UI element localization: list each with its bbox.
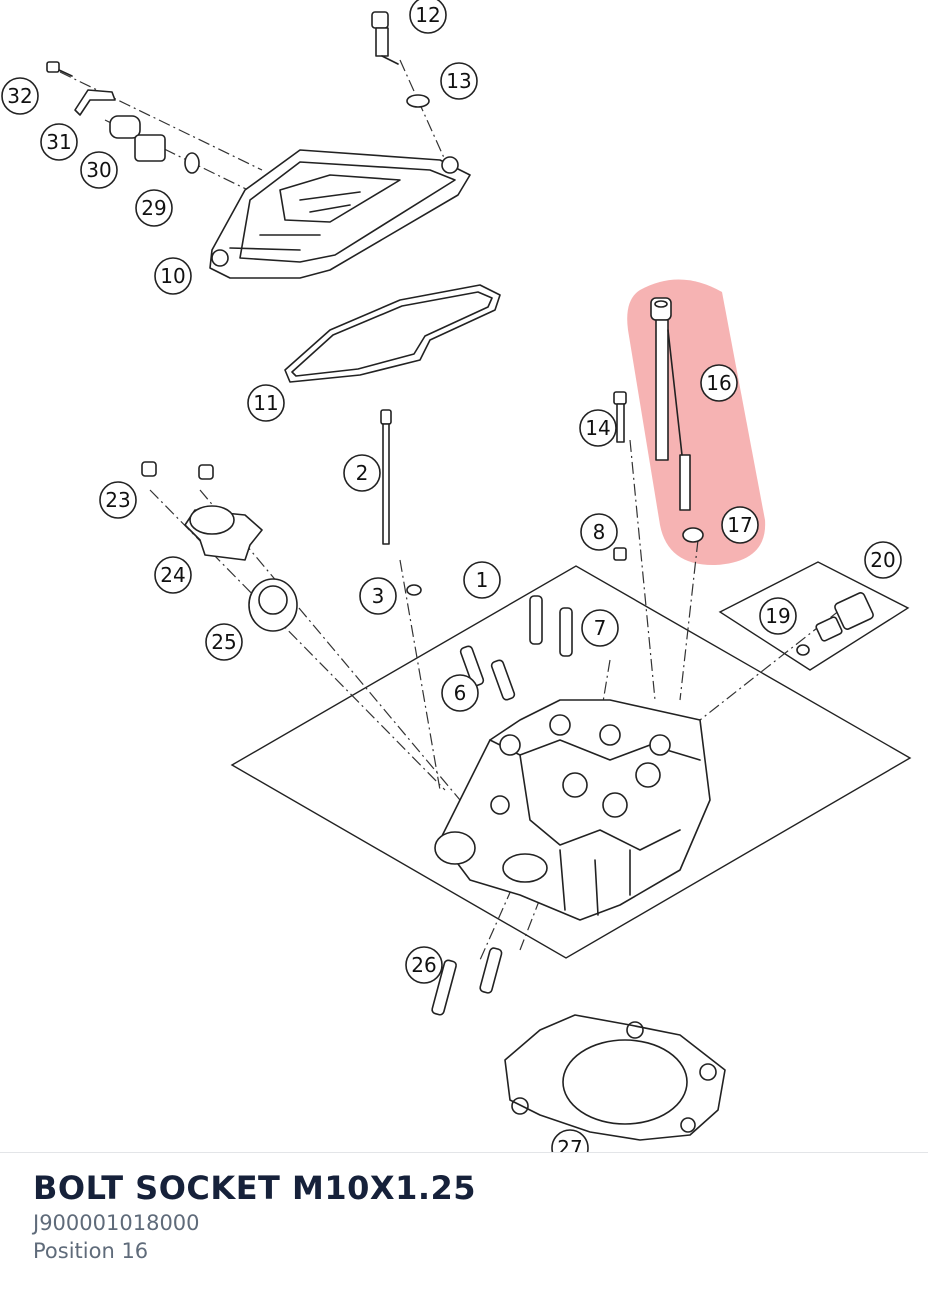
svg-text:25: 25 bbox=[211, 630, 236, 654]
callout-19[interactable]: 19 bbox=[759, 597, 797, 635]
svg-text:3: 3 bbox=[372, 584, 385, 608]
callout-6[interactable]: 6 bbox=[441, 674, 479, 712]
o-ring-29[interactable] bbox=[184, 152, 200, 174]
sensor-frame bbox=[718, 561, 910, 671]
svg-text:19: 19 bbox=[765, 604, 790, 628]
svg-text:16: 16 bbox=[706, 371, 731, 395]
callout-27[interactable]: 27 bbox=[551, 1129, 589, 1152]
callout-2[interactable]: 2 bbox=[343, 454, 381, 492]
callout-26[interactable]: 26 bbox=[405, 946, 443, 984]
callout-23[interactable]: 23 bbox=[99, 481, 137, 519]
oil-fitting-31[interactable] bbox=[109, 115, 166, 162]
bolt-14[interactable] bbox=[613, 391, 627, 443]
callout-17[interactable]: 17 bbox=[721, 506, 759, 544]
callout-30[interactable]: 30 bbox=[80, 151, 118, 189]
callout-20[interactable]: 20 bbox=[864, 541, 902, 579]
callout-3[interactable]: 3 bbox=[359, 577, 397, 615]
callout-11[interactable]: 11 bbox=[247, 384, 285, 422]
dowels-26[interactable] bbox=[431, 947, 503, 1016]
washer-3[interactable] bbox=[406, 584, 422, 596]
callout-7[interactable]: 7 bbox=[581, 609, 619, 647]
bracket-32[interactable] bbox=[46, 61, 116, 116]
dowel-8[interactable] bbox=[613, 547, 627, 561]
callout-25[interactable]: 25 bbox=[205, 623, 243, 661]
valve-guides[interactable] bbox=[459, 595, 573, 701]
svg-text:6: 6 bbox=[454, 681, 467, 705]
svg-text:13: 13 bbox=[446, 69, 471, 93]
cylinder-head[interactable] bbox=[434, 699, 711, 921]
thermostat-housing[interactable] bbox=[141, 461, 298, 632]
svg-text:2: 2 bbox=[356, 461, 369, 485]
callout-16[interactable]: 16 bbox=[700, 364, 738, 402]
svg-text:11: 11 bbox=[253, 391, 278, 415]
callout-1[interactable]: 1 bbox=[463, 561, 501, 599]
callout-8[interactable]: 8 bbox=[580, 513, 618, 551]
base-plane bbox=[230, 565, 912, 959]
part-number: J900001018000 bbox=[33, 1211, 200, 1235]
part-name: BOLT SOCKET M10X1.25 bbox=[33, 1169, 477, 1207]
callout-31[interactable]: 31 bbox=[40, 123, 78, 161]
callout-32[interactable]: 32 bbox=[1, 77, 39, 115]
callout-29[interactable]: 29 bbox=[135, 189, 173, 227]
svg-text:30: 30 bbox=[86, 158, 111, 182]
svg-text:29: 29 bbox=[141, 196, 166, 220]
svg-text:10: 10 bbox=[160, 264, 185, 288]
svg-text:31: 31 bbox=[46, 130, 71, 154]
callout-14[interactable]: 14 bbox=[579, 409, 617, 447]
bolt-16-socket-m10[interactable] bbox=[650, 297, 691, 511]
callout-24[interactable]: 24 bbox=[154, 556, 192, 594]
part-position: Position 16 bbox=[33, 1239, 149, 1263]
svg-text:26: 26 bbox=[411, 953, 436, 977]
svg-text:1: 1 bbox=[476, 568, 489, 592]
svg-text:7: 7 bbox=[594, 616, 607, 640]
head-gasket-27[interactable] bbox=[504, 1014, 726, 1141]
bolt-12[interactable] bbox=[371, 11, 399, 65]
svg-text:32: 32 bbox=[7, 84, 32, 108]
exploded-parts-diagram: 1 2 3 6 7 8 10 11 12 13 14 16 17 19 20 2… bbox=[1, 0, 912, 1152]
washer-13[interactable] bbox=[406, 94, 430, 108]
valve-cover-gasket[interactable] bbox=[284, 284, 501, 383]
svg-text:20: 20 bbox=[870, 548, 895, 572]
svg-text:24: 24 bbox=[160, 563, 185, 587]
svg-text:23: 23 bbox=[105, 488, 130, 512]
bolt-2[interactable] bbox=[380, 409, 392, 545]
part-info-panel: BOLT SOCKET M10X1.25 J900001018000 Posit… bbox=[0, 1152, 928, 1291]
valve-cover[interactable] bbox=[209, 149, 471, 279]
callout-12[interactable]: 12 bbox=[409, 0, 447, 34]
svg-text:27: 27 bbox=[557, 1136, 582, 1152]
callout-10[interactable]: 10 bbox=[154, 257, 192, 295]
temp-sensor-20[interactable] bbox=[796, 592, 874, 656]
callout-13[interactable]: 13 bbox=[440, 62, 478, 100]
washer-17[interactable] bbox=[682, 527, 704, 543]
svg-text:12: 12 bbox=[415, 3, 440, 27]
svg-text:17: 17 bbox=[727, 513, 752, 537]
svg-text:14: 14 bbox=[585, 416, 610, 440]
svg-text:8: 8 bbox=[593, 520, 606, 544]
